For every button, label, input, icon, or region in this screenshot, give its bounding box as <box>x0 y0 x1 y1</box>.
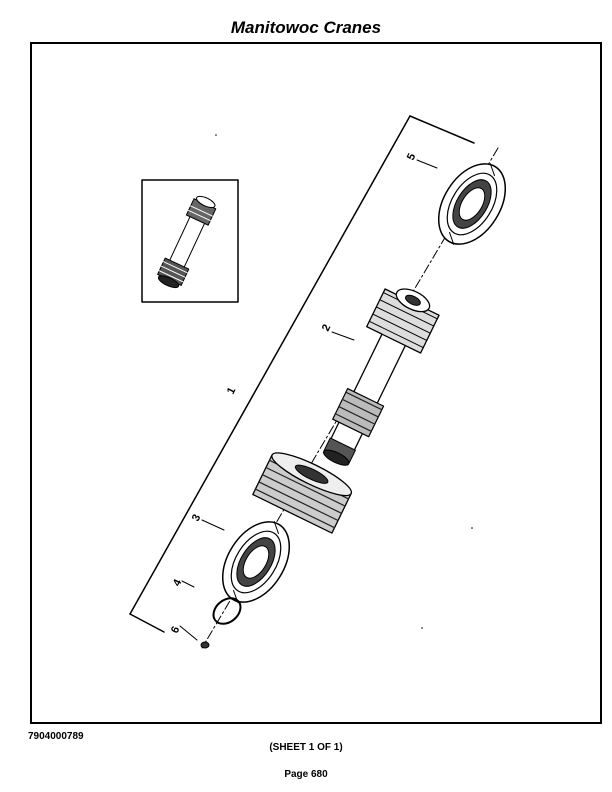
sheet-indicator: (SHEET 1 OF 1) <box>269 742 343 753</box>
drawing-number: 7904000789 <box>28 731 84 742</box>
assembly-bracket <box>129 115 475 633</box>
bearing-bottom <box>221 521 291 603</box>
callout-3: 3 <box>190 513 203 524</box>
callout-1: 1 <box>225 386 238 397</box>
callout-4: 4 <box>171 577 185 589</box>
bearing-top <box>437 163 507 245</box>
pinion-shaft <box>322 288 440 466</box>
callout-2: 2 <box>320 323 333 334</box>
plug <box>200 641 210 649</box>
callout-6: 6 <box>169 625 182 636</box>
inset-assembly-view <box>141 179 239 303</box>
page-header-title: Manitowoc Cranes <box>230 18 382 37</box>
spur-gear <box>252 452 353 534</box>
o-ring <box>212 597 242 625</box>
page-number: Page 680 <box>284 769 328 780</box>
leader-lines <box>179 159 438 641</box>
callout-5: 5 <box>405 152 418 163</box>
drawing-frame: 1 2 3 4 5 6 <box>30 42 602 724</box>
parts-exploded-view: 1 2 3 4 5 6 <box>129 115 507 649</box>
